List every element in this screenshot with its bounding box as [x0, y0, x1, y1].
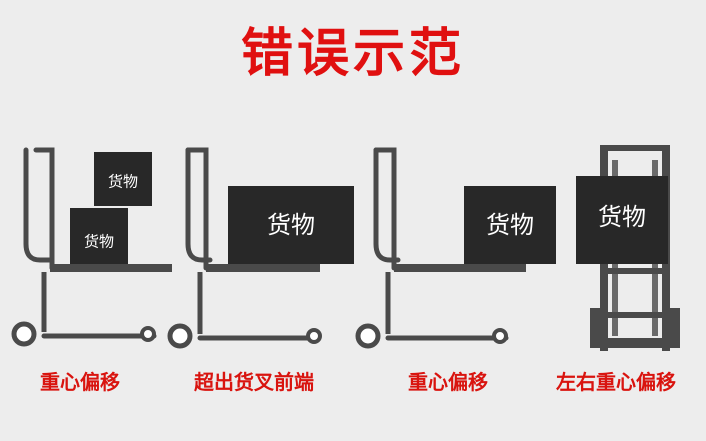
fork — [50, 264, 172, 272]
handle — [23, 147, 53, 263]
caption-2: 超出货叉前端 — [194, 370, 314, 394]
cargo-label: 货物 — [84, 233, 114, 251]
mast — [373, 147, 397, 271]
front-wheel — [306, 328, 322, 344]
rear-wheel — [167, 323, 193, 349]
cargo-label: 货物 — [486, 211, 534, 239]
forklift-front-view: 货物 — [576, 145, 680, 351]
cargo-label: 货物 — [598, 203, 646, 231]
caption-3: 重心偏移 — [408, 370, 488, 394]
caption-1: 重心偏移 — [40, 370, 120, 394]
mast — [33, 147, 55, 271]
cargo-label: 货物 — [108, 173, 138, 191]
handle — [373, 147, 401, 263]
mast — [185, 147, 209, 271]
cargo-box — [228, 186, 354, 264]
front-wheel — [140, 326, 156, 342]
forklift-side-view-2: 货物 — [167, 147, 354, 349]
lower-bar — [600, 312, 670, 318]
top-bar — [600, 145, 670, 151]
fork — [394, 264, 526, 272]
base-foot-right — [670, 308, 680, 348]
cargo-box-upper — [94, 152, 152, 206]
cargo-box-lower — [70, 208, 128, 264]
forklift-side-view-3: 货物 — [355, 147, 556, 349]
caption-4: 左右重心偏移 — [556, 370, 676, 394]
rear-wheel — [355, 323, 381, 349]
fork — [206, 264, 320, 272]
front-wheel — [492, 328, 508, 344]
handle — [185, 147, 213, 263]
forklift-side-view-1: 货物 货物 — [11, 147, 172, 347]
cargo-box — [576, 176, 668, 264]
rear-wheel — [11, 321, 37, 347]
bottom-bar — [592, 338, 678, 348]
page-title: 错误示范 — [240, 24, 465, 84]
mid-bar — [600, 268, 670, 274]
cargo-label: 货物 — [267, 211, 315, 239]
cargo-box — [464, 186, 556, 264]
base-foot-left — [590, 308, 600, 348]
